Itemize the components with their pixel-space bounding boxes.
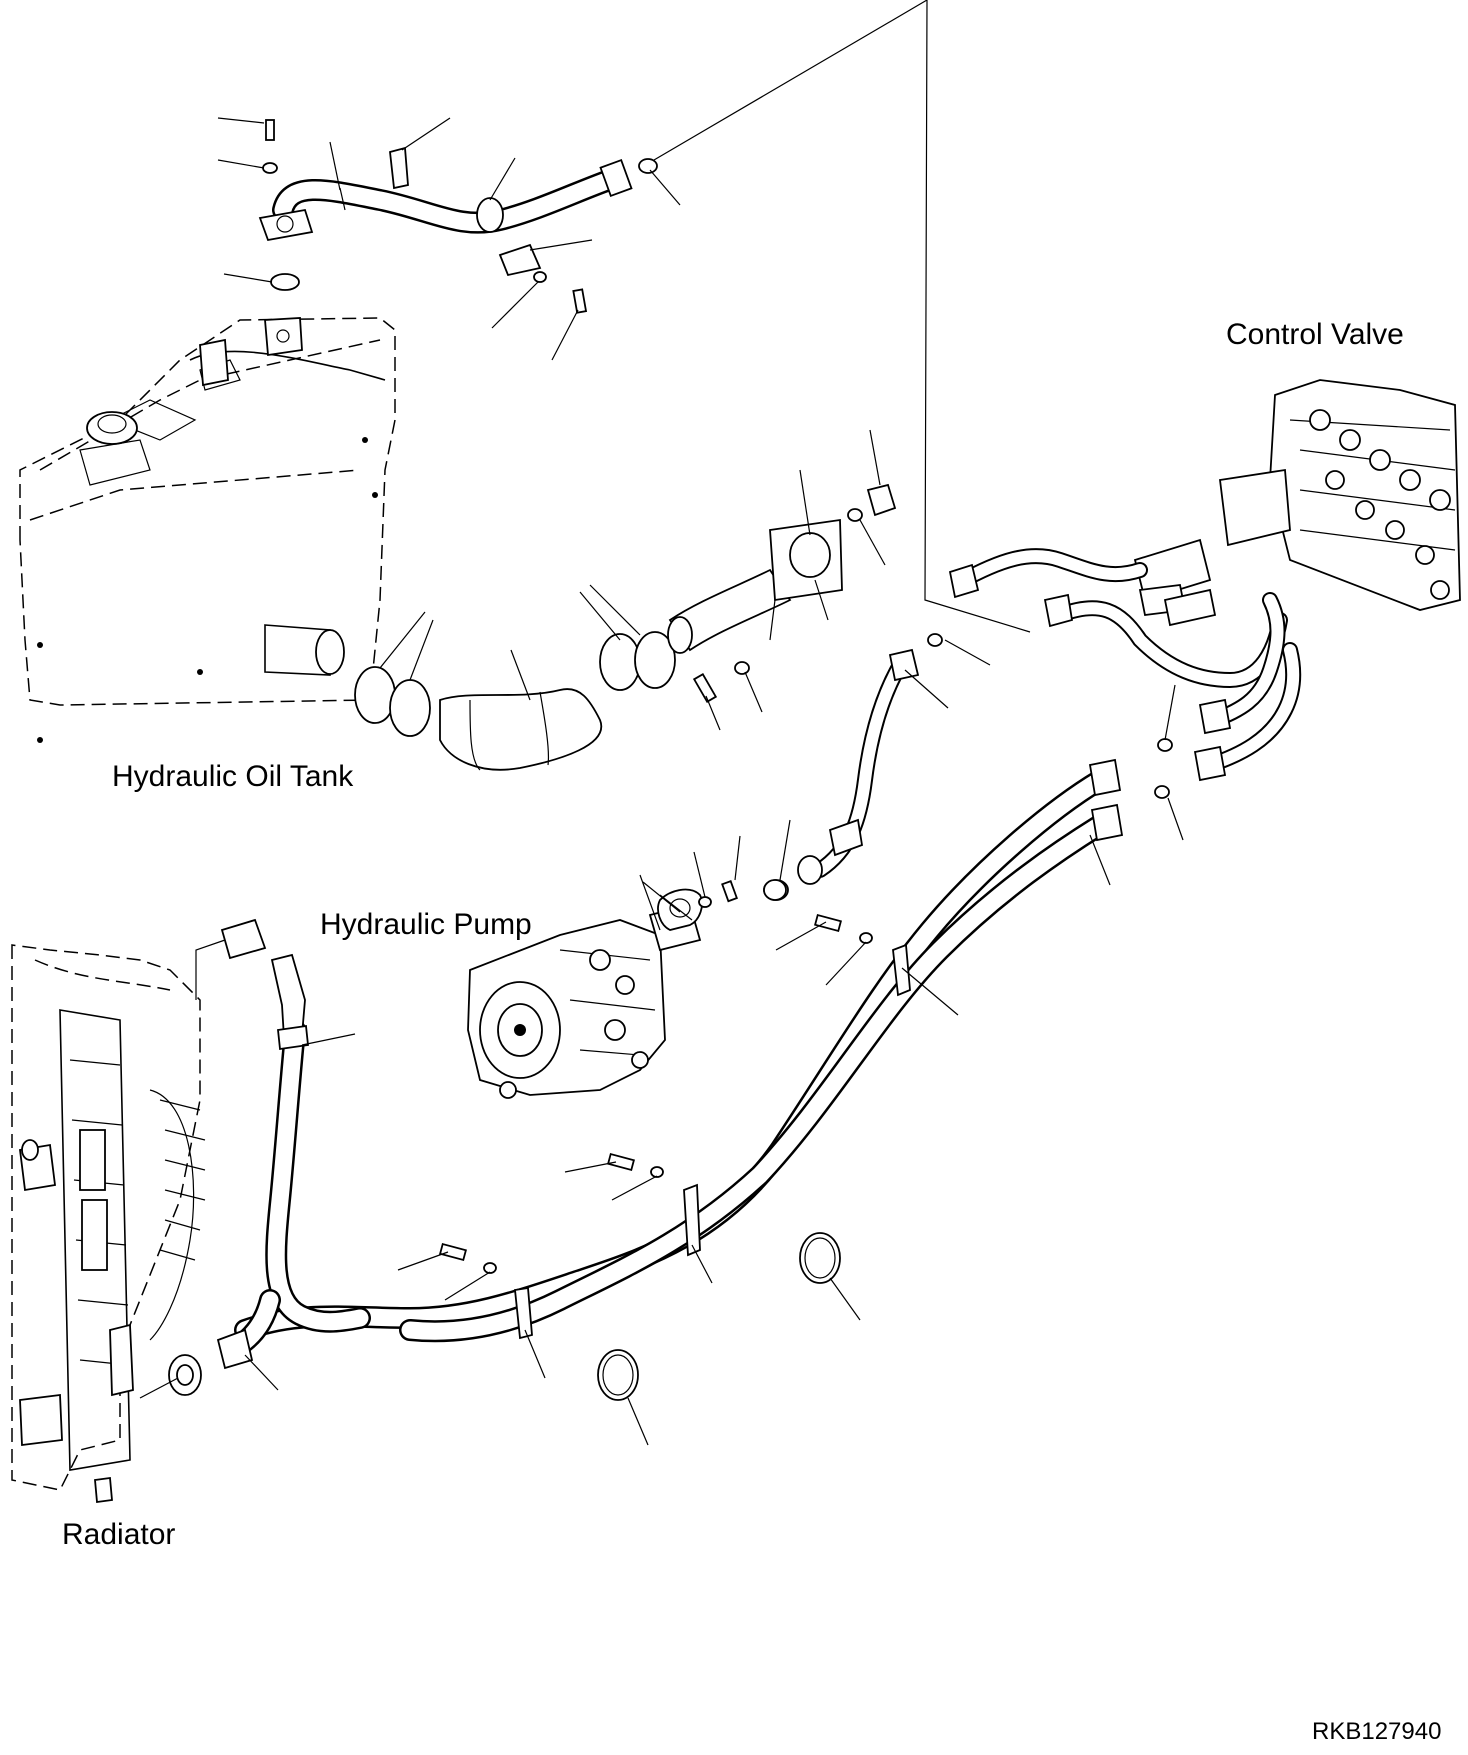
pump-inlet-hose (763, 648, 949, 901)
hydraulic-pump-label: Hydraulic Pump (320, 908, 532, 941)
long-pressure-hoses (234, 758, 1124, 1446)
reference-line (924, 0, 1031, 633)
suction-pipe-assembly (354, 429, 897, 771)
hydraulic-oil-tank-label: Hydraulic Oil Tank (112, 760, 354, 793)
control-valve-drawing (1133, 379, 1461, 627)
hydraulic-pump-drawing (467, 835, 787, 1099)
drawing-code-label: RKB127940 (1312, 1718, 1442, 1745)
tank-return-hose-assembly (217, 0, 928, 361)
radiator-hose (139, 918, 371, 1399)
control-valve-hoses (927, 548, 1302, 841)
hydraulic-oil-tank-drawing (19, 317, 396, 743)
control-valve-label: Control Valve (1226, 318, 1404, 351)
radiator-label: Radiator (62, 1518, 176, 1551)
radiator-drawing (11, 944, 206, 1504)
